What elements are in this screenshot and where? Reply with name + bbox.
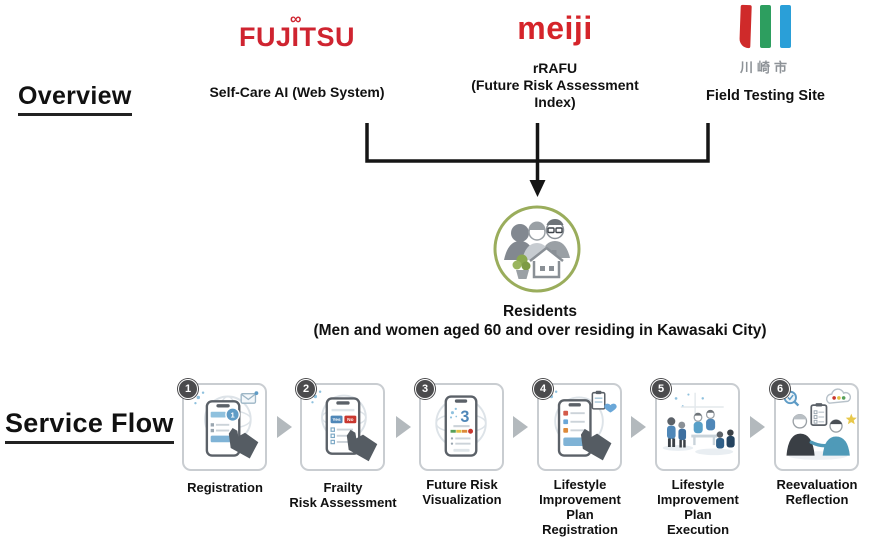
step-4-plan-registration: 4 <box>533 379 622 471</box>
svg-text:3: 3 <box>460 408 469 426</box>
step-5-plan-execution: 5 <box>651 379 740 471</box>
step-6-reevaluation-reflection: 6 <box>770 379 859 471</box>
clipboard-icon <box>591 391 606 410</box>
org-kawasaki: 川崎市 Field Testing Site <box>688 4 843 105</box>
step-3-future-risk-visualization: 3 3 <box>415 379 504 471</box>
step-6-label: Reevaluation Reflection <box>776 477 858 507</box>
kawasaki-role-label: Field Testing Site <box>706 88 825 104</box>
step-3-badge: 3 <box>415 379 435 399</box>
step-2-badge: 2 <box>296 379 316 399</box>
plan-registration-illustration <box>549 390 617 461</box>
overview-title: Overview <box>18 82 132 116</box>
fujitsu-logo: ∞ FUJITSU <box>238 12 355 52</box>
reevaluation-illustration <box>783 388 857 460</box>
step-4-label: Lifestyle Improvement Plan Registration <box>539 477 621 537</box>
step-5-badge: 5 <box>651 379 671 399</box>
step-3-label: Future Risk Visualization <box>422 477 502 507</box>
flow-arrow-2-icon <box>396 416 411 438</box>
pointing-hand-icon <box>580 428 612 461</box>
flow-arrow-4-icon <box>631 416 646 438</box>
merge-bracket-arrow <box>365 123 710 197</box>
overview-heading: Overview <box>18 82 132 116</box>
meiji-role-label: rRAFU (Future Risk Assessment Index) <box>471 60 639 110</box>
kawasaki-city-logo-icon <box>688 4 843 51</box>
fujitsu-role-label: Self-Care AI (Web System) <box>209 84 385 100</box>
svg-text:No: No <box>347 417 353 423</box>
kawasaki-bar-red <box>739 4 752 49</box>
meiji-logo: meiji <box>517 10 593 46</box>
kawasaki-bar-green <box>760 5 771 48</box>
flow-arrow-5-icon <box>750 416 765 438</box>
step-6-badge: 6 <box>770 379 790 399</box>
svg-text:1: 1 <box>230 410 235 419</box>
org-meiji: meiji rRAFU (Future Risk Assessment Inde… <box>450 12 660 111</box>
residents-label: Residents <box>502 303 578 320</box>
down-arrowhead-icon <box>529 180 546 197</box>
step-2-frailty-risk-assessment: 2 Yes No <box>296 379 385 471</box>
star-icon <box>845 413 857 425</box>
flow-arrow-3-icon <box>513 416 528 438</box>
health-heart-icon <box>604 403 617 413</box>
service-flow-heading: Service Flow <box>5 408 174 444</box>
step-2-label: Frailty Risk Assessment <box>289 480 397 510</box>
kawasaki-logo-text: 川崎市 <box>739 60 791 75</box>
svg-text:Yes: Yes <box>332 417 341 423</box>
step-1-label: Registration <box>187 480 263 495</box>
step-5-label: Lifestyle Improvement Plan Execution <box>657 477 739 537</box>
step-4-badge: 4 <box>533 379 553 399</box>
frailty-assessment-illustration: Yes No <box>311 390 378 462</box>
residents-sublabel: (Men and women aged 60 and over residing… <box>313 322 767 339</box>
kawasaki-bar-blue <box>780 5 791 48</box>
status-cloud-icon <box>825 388 852 404</box>
flow-arrow-1-icon <box>277 416 292 438</box>
service-flow-title: Service Flow <box>5 408 174 444</box>
risk-visualization-illustration: 3 <box>435 395 487 457</box>
residents-icon <box>493 205 581 293</box>
fujitsu-infinity-icon: ∞ <box>290 11 302 28</box>
plan-execution-illustration <box>662 392 735 456</box>
registration-illustration: 1 <box>194 391 259 459</box>
org-fujitsu: ∞ FUJITSU Self-Care AI (Web System) <box>192 12 402 101</box>
step-1-registration: 1 1 <box>178 379 267 471</box>
step-1-badge: 1 <box>178 379 198 399</box>
pointing-hand-icon <box>228 427 259 459</box>
fujitsu-logo-text: FUJITSU <box>238 22 355 52</box>
pointing-hand-icon <box>346 429 378 462</box>
